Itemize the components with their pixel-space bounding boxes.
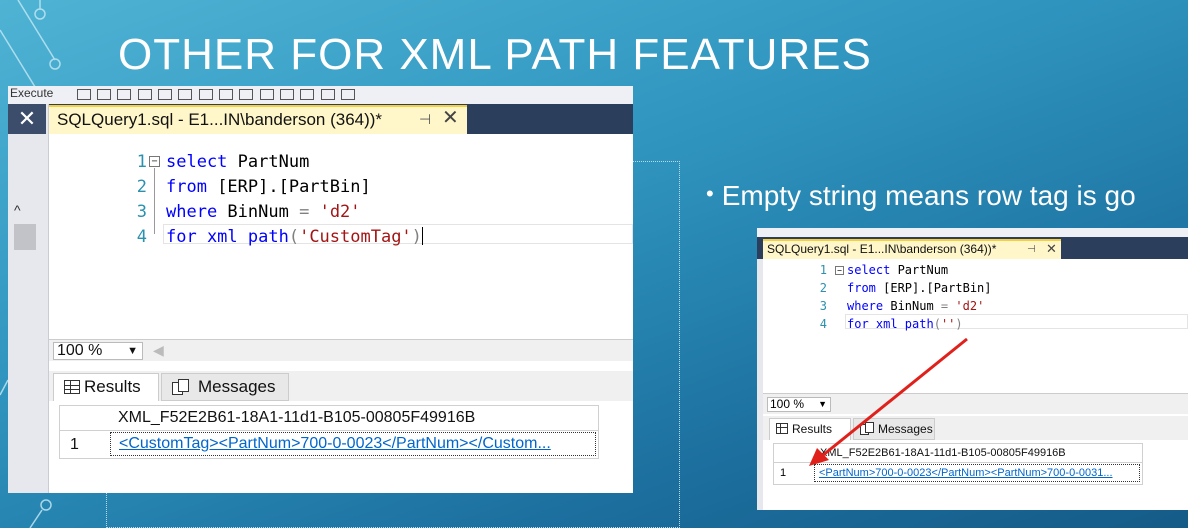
scrollbar-thumb[interactable] [14,224,36,250]
toolbar-icon[interactable] [158,89,173,100]
column-header: XML_F52E2B61-18A1-11d1-B105-00805F49916B [118,409,476,426]
results-tab-bar: Results Messages [763,416,1188,441]
tab-results-label: Results [84,377,141,396]
query-editor[interactable]: − 1 select PartNum 2 from [ERP].[PartBin] 3 w… [763,259,1188,393]
table-row[interactable]: 1 <CustomTag><PartNum>700-0-0023</PartNu… [59,431,599,459]
chevron-down-icon[interactable]: ▼ [818,399,827,409]
close-icon[interactable]: ✕ [442,107,459,129]
toolbar-icon[interactable] [300,89,315,100]
results-tab-bar: Results Messages [49,371,633,402]
xml-result-link[interactable]: <PartNum>700-0-0023</PartNum><PartNum>70… [819,467,1113,479]
toolbar-icon[interactable] [76,89,91,100]
close-icon[interactable]: ✕ [1046,241,1057,256]
chevron-down-icon[interactable]: ▼ [127,345,138,357]
code-line[interactable]: select PartNum [166,152,310,172]
object-explorer-panel: ✕ ^ [8,104,49,493]
bullet-point: • Empty string means row tag is go [706,180,1188,212]
toolbar-icon[interactable] [259,89,274,100]
code-line[interactable]: from [ERP].[PartBin] [847,281,992,295]
line-number: 1 [136,152,147,172]
results-grid: XML_F52E2B61-18A1-11d1-B105-00805F49916B… [49,401,633,493]
xml-cell[interactable]: <PartNum>700-0-0023</PartNum><PartNum>70… [814,464,1140,482]
toolbar-icon[interactable] [137,89,152,100]
grid-header[interactable]: XML_F52E2B61-18A1-11d1-B105-00805F49916B [773,443,1143,463]
document-tab-bar: SQLQuery1.sql - E1...IN\banderson (364))… [757,237,1188,259]
current-line-highlight [163,224,633,244]
document-tab-bar: SQLQuery1.sql - E1...IN\banderson (364))… [49,104,633,134]
ssms-window-right: SQLQuery1.sql - E1...IN\banderson (364))… [757,228,1188,510]
line-number: 1 [819,263,827,277]
code-line[interactable]: for xml path('CustomTag') [166,227,423,247]
tab-messages[interactable]: Messages [853,418,935,440]
xml-result-link[interactable]: <CustomTag><PartNum>700-0-0023</PartNum>… [119,435,551,452]
messages-icon [172,379,190,395]
column-header: XML_F52E2B61-18A1-11d1-B105-00805F49916B [820,447,1066,459]
row-number: 1 [70,436,79,453]
collapse-icon[interactable]: − [835,266,844,275]
tab-messages-label: Messages [198,377,276,396]
code-line[interactable]: where BinNum = 'd2' [847,299,985,313]
toolbar-icon[interactable] [341,89,356,100]
toolbar-icon[interactable] [117,89,132,100]
toolbar-icon[interactable] [198,89,213,100]
zoom-bar: 100 % ▼ [763,393,1188,414]
tab-results[interactable]: Results [769,418,851,440]
zoom-value: 100 % [57,342,103,359]
code-line[interactable]: where BinNum = 'd2' [166,202,361,222]
code-line[interactable]: for xml path('') [847,317,963,331]
tab-messages[interactable]: Messages [161,373,289,401]
ssms-window-left: Execute ✕ ^ SQLQuery1.sql - E1...IN\band… [8,86,633,493]
scroll-up-icon[interactable]: ^ [14,202,21,218]
grid-icon [776,423,788,434]
toolbar-icon[interactable] [239,89,254,100]
fold-guide [154,168,155,234]
tab-results-label: Results [792,422,833,436]
circuit-decoration [0,0,61,528]
pin-icon[interactable]: ⊣ [419,111,432,127]
toolbar-icon[interactable] [97,89,112,100]
pin-icon[interactable]: ⊣ [1027,244,1036,255]
results-grid: XML_F52E2B61-18A1-11d1-B105-00805F49916B… [763,440,1188,510]
tab-results[interactable]: Results [53,373,159,401]
grid-header[interactable]: XML_F52E2B61-18A1-11d1-B105-00805F49916B [59,405,599,431]
zoom-bar: 100 % ▼ ◀ [49,339,633,362]
scroll-left-icon[interactable]: ◀ [153,342,164,358]
grid-icon [64,380,80,394]
table-row[interactable]: 1 <PartNum>700-0-0023</PartNum><PartNum>… [773,463,1143,485]
messages-icon [860,422,874,435]
query-tab-title: SQLQuery1.sql - E1...IN\banderson (364))… [57,110,383,129]
query-tab[interactable]: SQLQuery1.sql - E1...IN\banderson (364))… [763,239,1061,259]
toolbar-icon[interactable] [320,89,335,100]
line-number: 2 [819,281,827,295]
zoom-select[interactable]: 100 % ▼ [767,397,831,412]
close-icon[interactable]: ✕ [8,104,46,134]
query-tab[interactable]: SQLQuery1.sql - E1...IN\banderson (364))… [49,105,467,134]
zoom-select[interactable]: 100 % ▼ [53,342,143,360]
row-number: 1 [780,467,787,479]
query-tab-title: SQLQuery1.sql - E1...IN\banderson (364))… [767,242,997,256]
xml-cell[interactable]: <CustomTag><PartNum>700-0-0023</PartNum>… [110,432,596,456]
text-caret [421,227,423,245]
execute-button[interactable]: Execute [10,86,54,100]
line-number: 3 [819,299,827,313]
line-number: 2 [136,177,147,197]
collapse-icon[interactable]: − [149,156,160,167]
toolbar-icon[interactable] [280,89,295,100]
slide-title: OTHER FOR XML PATH FEATURES [118,30,872,79]
code-line[interactable]: select PartNum [847,263,949,277]
bullet-text: Empty string means row tag is go [721,180,1136,211]
line-number: 3 [136,202,147,222]
toolbar-icon[interactable] [219,89,234,100]
code-line[interactable]: from [ERP].[PartBin] [166,177,371,197]
line-number: 4 [819,317,827,331]
arrow-annotation [809,337,968,466]
tab-messages-label: Messages [878,422,933,436]
toolbar-icon[interactable] [178,89,193,100]
bullet-dot-icon: • [706,181,714,206]
ssms-toolbar: Execute [8,86,633,105]
zoom-value: 100 % [770,397,805,411]
line-number: 4 [136,227,147,247]
